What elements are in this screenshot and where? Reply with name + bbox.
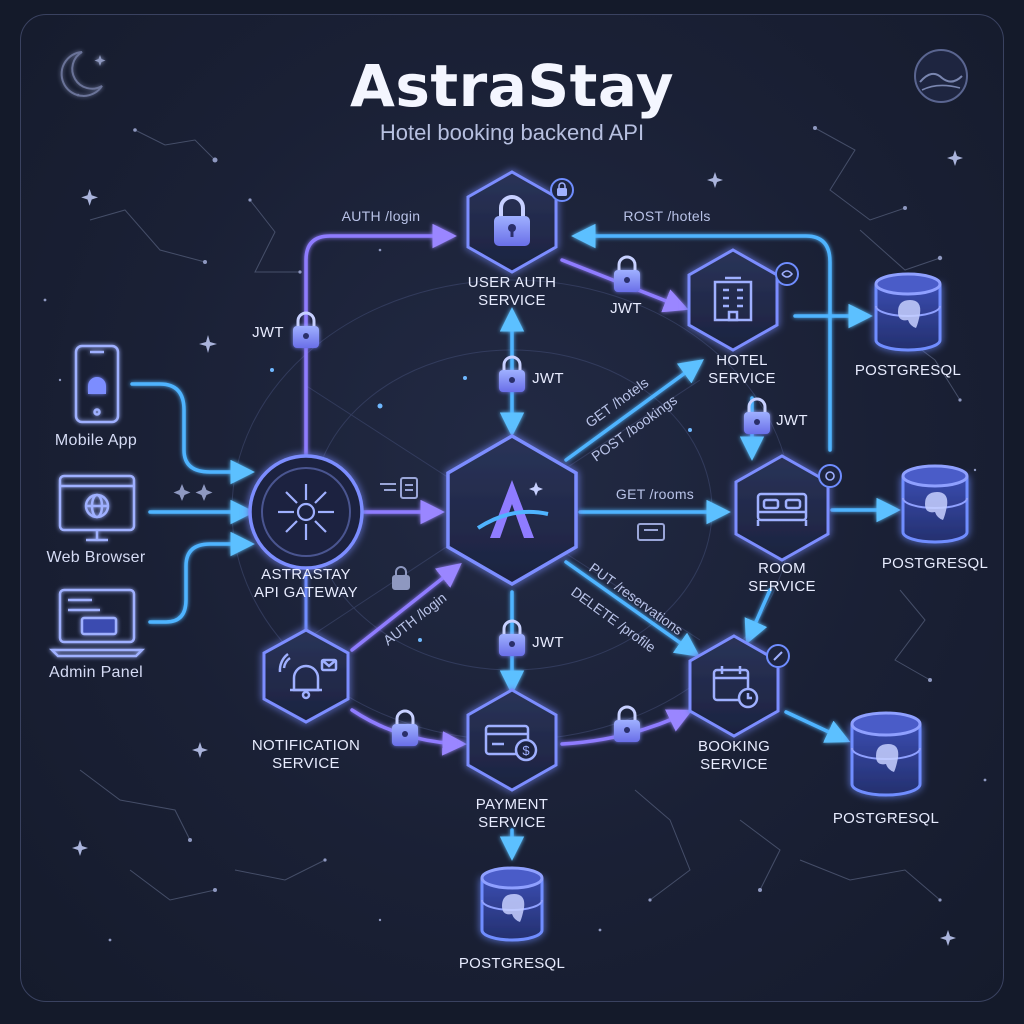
service-label-line: ROOM [758, 560, 806, 577]
edge-label-post-hotels: ROST /hotels [623, 208, 711, 224]
client-label-web: Web Browser [46, 549, 146, 566]
globe-badge-icon [914, 49, 968, 103]
padlock-icon [494, 195, 530, 246]
service-nodes: $ [248, 170, 842, 792]
edge-label-get-rooms: GET /rooms [615, 486, 695, 502]
jwt-label-auth-core: JWT [532, 370, 564, 387]
core-platform-node [446, 433, 578, 587]
service-label-line: SERVICE [272, 755, 340, 772]
lock-icon [614, 705, 640, 742]
service-label-line: SERVICE [748, 578, 816, 595]
lock-icon [499, 355, 525, 392]
edit-badge-icon [766, 644, 790, 668]
service-label-line: ASTRASTAY [261, 566, 351, 583]
service-label-auth: USER AUTH SERVICE [436, 274, 588, 310]
edge-auth-login [304, 223, 457, 460]
postgresql-database-icon [850, 711, 922, 797]
postgresql-database-icon [901, 464, 969, 544]
jwt-lock-badges [293, 255, 770, 746]
eye-badge-icon [775, 262, 799, 286]
edges [130, 223, 901, 861]
document-icon [380, 477, 418, 499]
calendar-icon [712, 666, 759, 709]
mobile-phone-icon [74, 344, 120, 424]
lock-icon [499, 619, 525, 656]
databases [480, 272, 969, 942]
service-label-line: BOOKING [697, 738, 771, 755]
svg-text:$: $ [522, 743, 530, 758]
edge-core-booking [564, 560, 700, 657]
moon-icon [60, 51, 106, 97]
room-service-node [734, 454, 842, 562]
bell-icon [278, 652, 338, 700]
db-label-hotel: POSTGRESQL [854, 362, 962, 379]
stars-decoration-icon [173, 484, 213, 501]
api-gateway-node [248, 454, 364, 570]
client-devices [48, 344, 146, 658]
edge-post-hotels [571, 223, 832, 452]
jwt-label-gateway-auth: JWT [252, 324, 284, 341]
service-label-hotel: HOTEL SERVICE [672, 352, 812, 388]
client-label-admin: Admin Panel [48, 664, 144, 681]
hub-icon [278, 484, 334, 540]
laptop-icon [48, 588, 146, 658]
lock-icon [614, 255, 640, 292]
db-label-booking: POSTGRESQL [832, 810, 940, 827]
service-label-notification: NOTIFICATION SERVICE [228, 737, 384, 773]
db-label-room: POSTGRESQL [881, 555, 989, 572]
edge-mobile-gateway [130, 382, 255, 485]
lock-badge-icon [550, 178, 574, 202]
service-label-line: NOTIFICATION [251, 737, 361, 754]
settings-badge-icon [818, 464, 842, 488]
edge-booking-db [784, 710, 851, 743]
page-title: AstraStay [349, 52, 675, 120]
edge-auth-login-bottom [350, 562, 462, 652]
postgresql-database-icon [874, 272, 942, 352]
sparkle-stars [72, 150, 963, 946]
page-subtitle: Hotel booking backend API [379, 120, 645, 145]
user-auth-service-node [466, 170, 574, 274]
service-label-line: SERVICE [700, 756, 768, 773]
payment-service-node: $ [466, 688, 558, 792]
lock-icon [293, 311, 319, 348]
building-icon [713, 276, 753, 322]
jwt-label-hotel-room: JWT [776, 412, 808, 429]
jwt-label-core-payment: JWT [532, 634, 564, 651]
service-label-line: API GATEWAY [254, 584, 358, 601]
edge-label-auth-login: AUTH /login [341, 208, 421, 224]
db-label-payment: POSTGRESQL [458, 955, 566, 972]
lock-icon [392, 566, 410, 590]
service-label-line: SERVICE [478, 814, 546, 831]
bed-icon [756, 492, 808, 526]
service-label-booking: BOOKING SERVICE [664, 738, 804, 774]
client-label-mobile: Mobile App [54, 432, 138, 449]
lock-icon [744, 397, 770, 434]
edge-core-hotel [564, 359, 704, 462]
edge-admin-gateway [148, 531, 255, 624]
hotel-service-node [687, 248, 799, 352]
service-label-line: USER AUTH [467, 274, 557, 291]
postgresql-database-icon [480, 866, 544, 942]
booking-service-node [688, 634, 790, 738]
service-label-line: SERVICE [478, 292, 546, 309]
jwt-label-auth-hotel: JWT [610, 300, 642, 317]
service-label-line: PAYMENT [475, 796, 549, 813]
service-label-payment: PAYMENT SERVICE [442, 796, 582, 832]
service-label-line: SERVICE [708, 370, 776, 387]
constellation-background [79, 127, 961, 901]
notification-service-node [262, 628, 350, 724]
service-label-gateway: ASTRASTAY API GATEWAY [236, 566, 376, 602]
monitor-icon [58, 474, 136, 542]
credit-card-icon: $ [484, 724, 538, 762]
service-label-room: ROOM SERVICE [712, 560, 852, 596]
service-label-line: HOTEL [716, 352, 768, 369]
edge-room-booking [744, 588, 772, 645]
lock-icon [392, 709, 418, 746]
astra-logo-icon [476, 480, 549, 538]
ticket-icon [637, 523, 665, 541]
